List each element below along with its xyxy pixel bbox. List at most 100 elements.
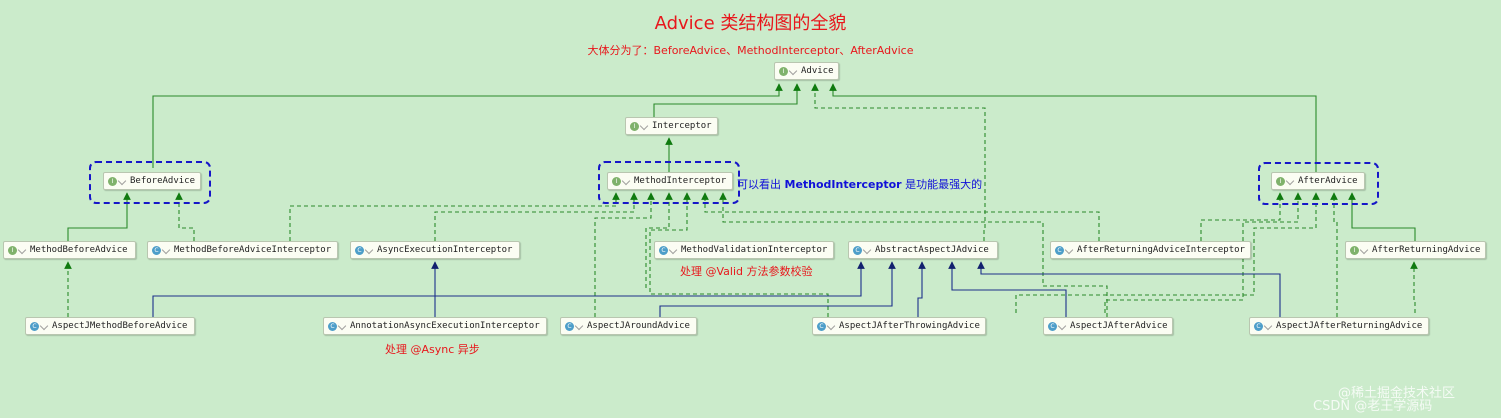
diagram-title: Advice 类结构图的全貌 <box>654 13 847 34</box>
node-label: MethodBeforeAdviceInterceptor <box>174 245 332 255</box>
edge-afterreturningadviceinterceptor-methodinterceptor <box>701 192 1100 241</box>
node-aspectjafterreturningadvice[interactable]: C AspectJAfterReturningAdvice <box>1249 317 1429 335</box>
edge-validation-methodinterceptor <box>645 192 673 288</box>
class-icon: C <box>853 245 862 255</box>
node-methodbeforeadviceinterceptor[interactable]: C MethodBeforeAdviceInterceptor <box>147 241 338 259</box>
edge-arai-afteradvice <box>1200 192 1284 241</box>
edge-aspectjmethodbefore-abstract <box>152 261 865 317</box>
node-afterreturningadviceinterceptor[interactable]: C AfterReturningAdviceInterceptor <box>1050 241 1251 259</box>
node-label: BeforeAdvice <box>130 176 196 186</box>
interface-icon: I <box>1350 245 1359 255</box>
node-label: AspectJAroundAdvice <box>587 321 690 331</box>
visibility-icon <box>788 66 798 76</box>
node-label: AspectJAfterReturningAdvice <box>1276 321 1423 331</box>
edge-methodbeforeadvice-beforeadvice <box>67 192 131 241</box>
node-label: AsyncExecutionInterceptor <box>377 245 513 255</box>
group-box-afteradvice <box>1258 162 1379 205</box>
node-label: AfterReturningAdvice <box>1372 245 1481 255</box>
visibility-icon <box>117 176 127 186</box>
node-afteradvice[interactable]: I AfterAdvice <box>1271 172 1365 190</box>
node-label: AspectJMethodBeforeAdvice <box>52 321 188 331</box>
node-methodinterceptor[interactable]: I MethodInterceptor <box>607 172 733 190</box>
node-interceptor[interactable]: I Interceptor <box>625 117 718 135</box>
node-label: MethodInterceptor <box>634 176 727 186</box>
class-icon: C <box>1254 321 1263 331</box>
edge-mbai-beforeadvice <box>175 192 195 241</box>
node-asyncexecutioninterceptor[interactable]: C AsyncExecutionInterceptor <box>350 241 520 259</box>
node-label: MethodValidationInterceptor <box>681 245 828 255</box>
visibility-icon <box>161 245 171 255</box>
visibility-icon <box>17 245 27 255</box>
edge-mbai-methodinterceptor <box>289 192 620 241</box>
visibility-icon <box>1359 245 1369 255</box>
async-note: 处理 @Async 异步 <box>385 343 480 356</box>
validation-note: 处理 @Valid 方法参数校验 <box>680 265 813 278</box>
edge-afterthrowing-methodinterceptor <box>649 192 829 317</box>
visibility-icon <box>1057 321 1067 331</box>
watermark-line2: CSDN @老王学源码 <box>1313 399 1433 414</box>
visibility-icon <box>621 176 631 186</box>
edge-aspectjafterreturning-abstract <box>977 261 1281 317</box>
visibility-icon <box>1263 321 1273 331</box>
node-methodvalidationinterceptor[interactable]: C MethodValidationInterceptor <box>654 241 834 259</box>
visibility-icon <box>574 321 584 331</box>
node-label: Interceptor <box>652 121 712 131</box>
node-label: AfterReturningAdviceInterceptor <box>1077 245 1245 255</box>
interface-icon: I <box>779 66 788 76</box>
node-label: AfterAdvice <box>1298 176 1358 186</box>
interface-icon: I <box>1276 176 1285 186</box>
class-icon: C <box>30 321 39 331</box>
class-icon: C <box>659 245 668 255</box>
node-label: AnnotationAsyncExecutionInterceptor <box>350 321 540 331</box>
edge-afterreturningadvice-afteradvice <box>1348 192 1416 241</box>
node-afterreturningadvice[interactable]: I AfterReturningAdvice <box>1345 241 1486 259</box>
edge-aspectjafterreturning-afterreturningadvice <box>1410 261 1418 313</box>
class-icon: C <box>152 245 161 255</box>
class-icon: C <box>1055 245 1064 255</box>
edge-afterthrowing-afteradvice <box>1015 192 1320 313</box>
edge-aspectjafter-abstract <box>948 261 1067 317</box>
class-icon: C <box>1048 321 1057 331</box>
interface-icon: I <box>108 176 117 186</box>
visibility-icon <box>364 245 374 255</box>
edge-abstractaspectj-advice <box>811 83 986 241</box>
visibility-icon <box>337 321 347 331</box>
class-icon: C <box>328 321 337 331</box>
node-label: AbstractAspectJAdvice <box>875 245 989 255</box>
edge-around-abstract <box>659 261 896 317</box>
interface-icon: I <box>8 245 17 255</box>
edge-beforeadvice-advice <box>152 83 783 168</box>
edge-afterthrowing-abstract <box>917 261 926 317</box>
node-abstractaspectjadvice[interactable]: C AbstractAspectJAdvice <box>848 241 998 259</box>
node-aspectjafteradvice[interactable]: C AspectJAfterAdvice <box>1043 317 1173 335</box>
edge-around-methodinterceptor <box>594 192 655 317</box>
node-aspectjmethodbeforeadvice[interactable]: C AspectJMethodBeforeAdvice <box>25 317 195 335</box>
edge-interceptor-advice <box>653 83 801 117</box>
edge-afteradvice-advice <box>829 83 1317 172</box>
edge-aspectjafter-afteradvice <box>1104 192 1302 313</box>
visibility-icon <box>1285 176 1295 186</box>
node-beforeadvice[interactable]: I BeforeAdvice <box>103 172 201 190</box>
group-box-beforeadvice <box>89 161 211 204</box>
node-label: MethodBeforeAdvice <box>30 245 128 255</box>
diagram-subtitle: 大体分为了：BeforeAdvice、MethodInterceptor、Aft… <box>587 44 914 57</box>
edge-asyncexec-methodinterceptor <box>434 192 638 241</box>
node-aspectjafterthrowingadvice[interactable]: C AspectJAfterThrowingAdvice <box>812 317 986 335</box>
interface-icon: I <box>630 121 639 131</box>
visibility-icon <box>639 121 649 131</box>
node-annotationasyncexecutioninterceptor[interactable]: C AnnotationAsyncExecutionInterceptor <box>323 317 547 335</box>
edge-aspectjafter-methodinterceptor <box>719 192 1108 317</box>
node-methodbeforeadvice[interactable]: I MethodBeforeAdvice <box>3 241 136 259</box>
node-label: AspectJAfterThrowingAdvice <box>839 321 980 331</box>
node-advice[interactable]: I Advice <box>774 62 839 80</box>
group-box-methodinterceptor <box>598 161 740 204</box>
node-aspectjaroundadvice[interactable]: C AspectJAroundAdvice <box>560 317 697 335</box>
visibility-icon <box>39 321 49 331</box>
edge-aspectjafterreturning-afteradvice <box>1330 192 1338 317</box>
visibility-icon <box>668 245 678 255</box>
watermark-line1: @稀土掘金技术社区 <box>1338 386 1456 401</box>
class-icon: C <box>355 245 364 255</box>
note-emphasis: MethodInterceptor <box>784 178 902 191</box>
